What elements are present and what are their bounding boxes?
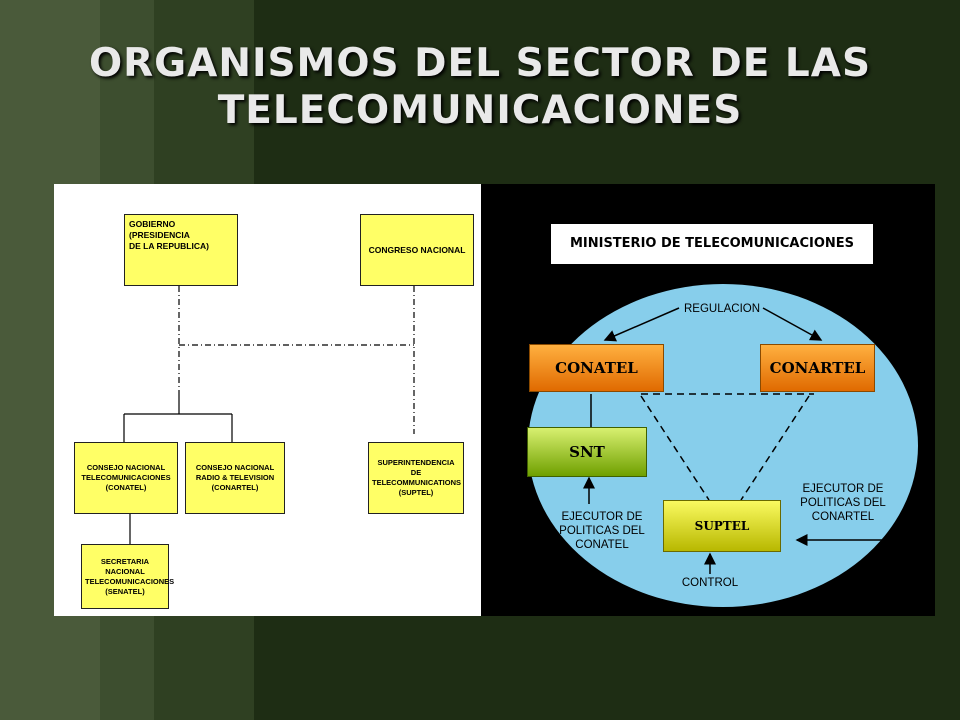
gobierno-box: GOBIERNO (PRESIDENCIA DE LA REPUBLICA): [124, 214, 238, 286]
ejecutor-conartel-line-2: POLITICAS DEL: [800, 497, 886, 509]
ejecutor-conartel-line-3: CONARTEL: [811, 511, 875, 523]
snt-box: SNT: [527, 427, 647, 477]
suptel-org-line-3: TELECOMMUNICATIONS: [372, 478, 462, 487]
conatel-box: CONATEL: [529, 344, 664, 392]
conatel-org-line-3: (CONATEL): [105, 483, 147, 492]
suptel-box: SUPTEL: [663, 500, 781, 552]
org-chart-connectors: [123, 286, 415, 544]
senatel-org-line-1: SECRETARIA NACIONAL: [100, 556, 150, 576]
conatel-org-line-2: TELECOMUNICACIONES: [81, 473, 171, 482]
conatel-org-line-1: CONSEJO NACIONAL: [86, 463, 166, 472]
senatel-org-line-2: TELECOMUNICACIONES: [85, 576, 175, 586]
ejecutor-conatel-label: EJECUTOR DE POLITICAS DEL CONATEL: [547, 510, 657, 552]
senatel-org-box: SECRETARIA NACIONAL TELECOMUNICACIONES (…: [81, 544, 175, 609]
conartel-org-line-3: (CONARTEL): [211, 483, 259, 492]
title-line-2: TELECOMUNICACIONES: [217, 88, 743, 133]
suptel-org-line-1: SUPERINTENDENCIA: [377, 458, 455, 467]
gobierno-line-2: (PRESIDENCIA: [129, 230, 190, 240]
ejecutor-conartel-label: EJECUTOR DE POLITICAS DEL CONARTEL: [793, 482, 893, 524]
title-line-1: ORGANISMOS DEL SECTOR DE LAS: [88, 41, 872, 86]
suptel-org-box: SUPERINTENDENCIA DE TELECOMMUNICATIONS (…: [368, 442, 464, 514]
org-chart-panel: GOBIERNO (PRESIDENCIA DE LA REPUBLICA) C…: [54, 184, 481, 616]
ministry-connectors: [583, 307, 883, 574]
ejecutor-conatel-line-3: CONATEL: [575, 539, 629, 551]
congreso-label: CONGRESO NACIONAL: [368, 244, 466, 255]
senatel-org-line-3: (SENATEL): [105, 586, 145, 596]
ministry-diagram-panel: MINISTERIO DE TELECOMUNICACIONES REGULAC…: [481, 184, 935, 616]
conartel-org-line-2: RADIO & TELEVISION: [195, 473, 275, 482]
ministry-header: MINISTERIO DE TELECOMUNICACIONES: [551, 224, 873, 264]
ejecutor-conatel-line-1: EJECUTOR DE: [561, 511, 643, 523]
conartel-org-box: CONSEJO NACIONAL RADIO & TELEVISION (CON…: [185, 442, 285, 514]
control-label: CONTROL: [681, 577, 739, 589]
conartel-org-line-1: CONSEJO NACIONAL: [195, 463, 275, 472]
suptel-org-line-4: (SUPTEL): [398, 488, 434, 497]
gobierno-line-3: DE LA REPUBLICA): [129, 241, 209, 251]
suptel-org-line-2: DE: [410, 468, 422, 477]
conatel-org-box: CONSEJO NACIONAL TELECOMUNICACIONES (CON…: [74, 442, 178, 514]
slide-title: ORGANISMOS DEL SECTOR DE LAS TELECOMUNIC…: [0, 40, 960, 134]
congreso-box: CONGRESO NACIONAL: [360, 214, 474, 286]
ejecutor-conartel-line-1: EJECUTOR DE: [802, 483, 884, 495]
gobierno-line-1: GOBIERNO: [129, 219, 176, 229]
regulacion-label: REGULACION: [683, 303, 761, 315]
conartel-box: CONARTEL: [760, 344, 875, 392]
ejecutor-conatel-line-2: POLITICAS DEL: [559, 525, 645, 537]
